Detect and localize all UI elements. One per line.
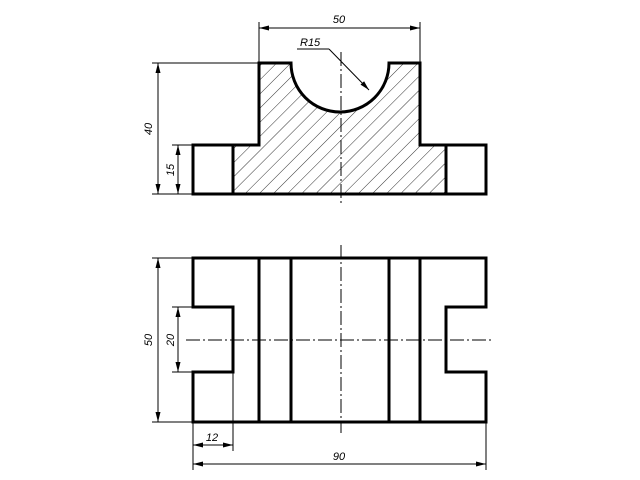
dim-height-flange: 15 — [165, 144, 193, 194]
dim-slot-depth: 12 — [192, 372, 234, 451]
dim-height-flange-label: 15 — [165, 163, 177, 176]
dim-height-total-label: 40 — [143, 122, 155, 135]
dim-top-width: 50 — [258, 14, 421, 63]
dim-slot-width: 20 — [165, 306, 193, 373]
dim-radius: R15 — [297, 37, 370, 91]
section-hatching — [233, 63, 446, 194]
front-view — [191, 52, 488, 206]
top-view — [186, 245, 494, 433]
dim-depth-total-label: 50 — [143, 333, 155, 346]
dim-height-total: 40 — [143, 62, 259, 195]
front-view-outline — [191, 61, 488, 196]
dim-depth-total: 50 — [143, 257, 193, 423]
dim-length-total-label: 90 — [333, 451, 346, 463]
dim-slot-depth-label: 12 — [206, 432, 218, 444]
dim-slot-width-label: 20 — [165, 333, 177, 347]
dim-top-width-label: 50 — [333, 14, 346, 26]
dim-length-total: 90 — [192, 422, 487, 470]
dim-radius-label: R15 — [300, 37, 321, 49]
